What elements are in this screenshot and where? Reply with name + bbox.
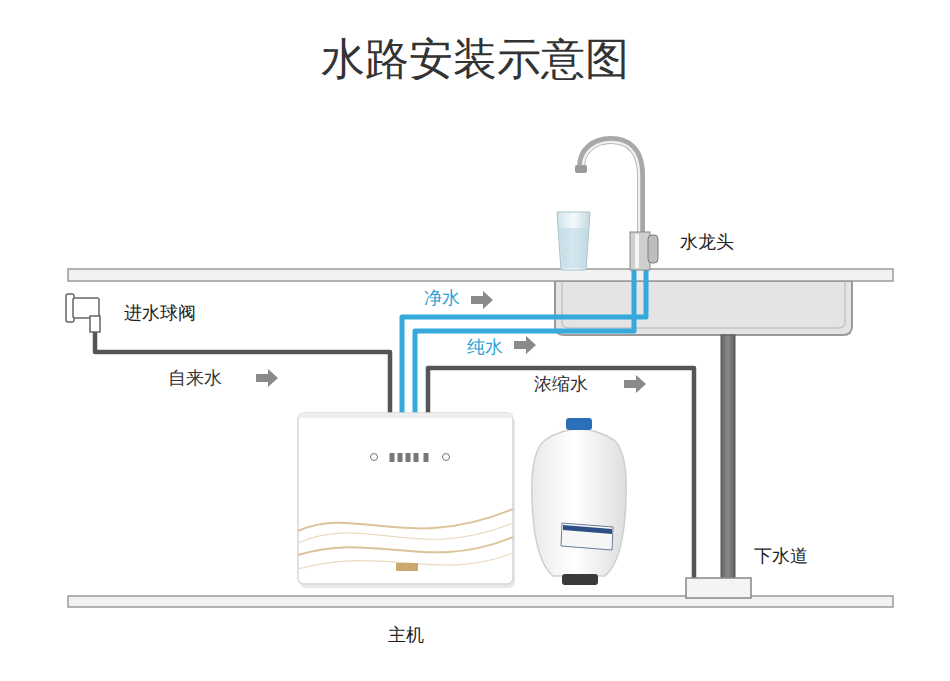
ball-valve-art [66, 292, 108, 332]
ball-valve: 进水球阀 [66, 292, 108, 332]
water-glass [557, 212, 590, 270]
pipe-label: 纯水 [467, 337, 503, 357]
tank-sticker-band [563, 525, 612, 534]
valve-body [73, 298, 99, 318]
flow-arrow [471, 291, 493, 309]
floor-drain-art [686, 578, 751, 598]
pipe-label: 净水 [424, 288, 460, 308]
faucet-art [565, 135, 665, 270]
panel-icon [443, 454, 450, 461]
panel-icon [424, 453, 429, 462]
flow-arrow [624, 375, 646, 393]
floor-drain: 下水道 [686, 578, 751, 598]
unit-wave [298, 523, 513, 543]
panel-icon [371, 454, 378, 461]
unit-wave [298, 537, 513, 555]
faucet-body-shine [635, 234, 639, 268]
panel-icon [390, 453, 395, 462]
sink-basin [555, 281, 852, 335]
diagram-title: 水路安装示意图 [0, 32, 950, 86]
purifier-unit: 主机 [296, 413, 515, 588]
unit-logo [396, 563, 418, 571]
tank-base [562, 574, 598, 585]
faucet-spout [581, 140, 641, 235]
water-pipe [95, 332, 390, 413]
valve-stem [90, 316, 100, 332]
unit-housing [298, 413, 513, 584]
faucet-handle [648, 235, 658, 263]
water-pipe [402, 270, 646, 413]
faucet-body [630, 232, 650, 270]
faucet-nozzle [575, 165, 587, 173]
faucet-spout-shine [583, 142, 639, 235]
tank-cap [566, 418, 592, 430]
sink-inner [562, 281, 845, 328]
part-label: 主机 [388, 625, 424, 645]
part-label: 下水道 [754, 546, 808, 566]
water-pipe [415, 270, 634, 413]
cabinet-floor [68, 596, 893, 607]
panel-icon [406, 453, 411, 462]
pipe-label: 自来水 [168, 368, 222, 388]
tank-sticker [561, 523, 613, 550]
purifier-unit-art [296, 413, 515, 588]
storage-tank [532, 429, 626, 576]
part-label: 进水球阀 [124, 303, 196, 323]
panel-icon [398, 453, 403, 462]
flow-arrow [514, 336, 536, 354]
unit-top [298, 413, 513, 418]
faucet: 水龙头 [565, 135, 665, 270]
countertop [68, 269, 893, 281]
drain-box [686, 578, 751, 598]
glass-water [559, 228, 588, 268]
part-label: 水龙头 [680, 232, 734, 252]
unit-wave [298, 509, 513, 531]
drain-pipe [721, 335, 735, 579]
pipe-label: 浓缩水 [534, 374, 588, 394]
panel-icon [414, 453, 419, 462]
flow-arrow [256, 369, 278, 387]
